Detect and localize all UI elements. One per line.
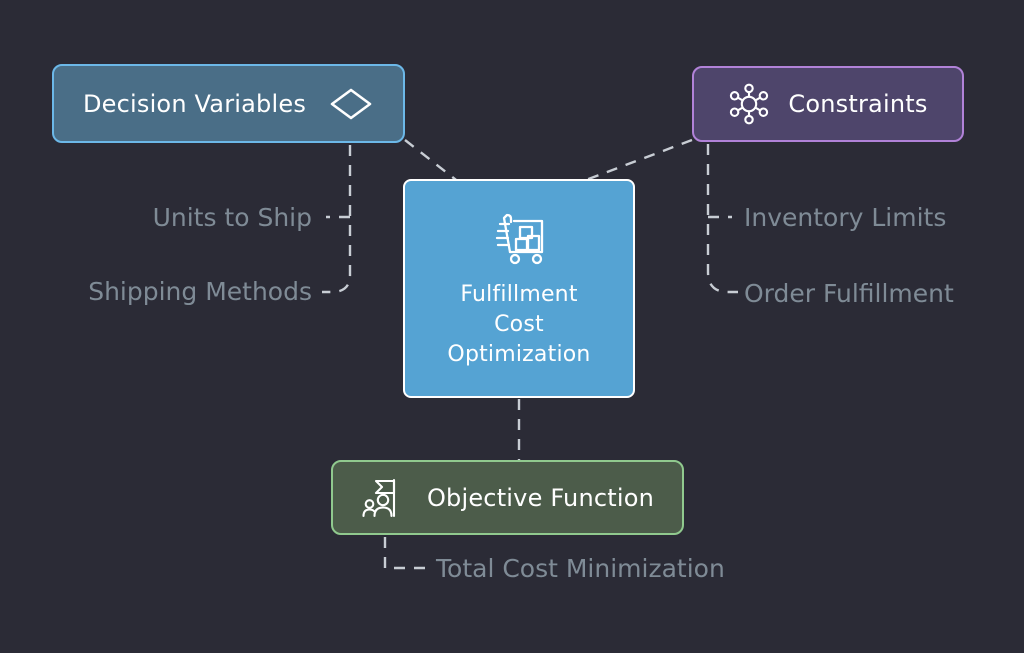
edge-decision-trunk — [322, 145, 352, 294]
leaf-shipping-methods: Shipping Methods — [88, 277, 312, 306]
node-decision-variables-label: Decision Variables — [82, 89, 307, 118]
leaf-total-cost-minimization: Total Cost Minimization — [436, 554, 725, 583]
delivery-truck-icon — [487, 208, 551, 266]
leaf-order-fulfillment: Order Fulfillment — [744, 279, 954, 308]
flag-goal-people-icon — [361, 476, 405, 520]
edge-objective-trunk — [383, 537, 428, 570]
node-decision-variables[interactable]: Decision Variables — [52, 64, 405, 143]
node-center-fulfillment-cost-optimization[interactable]: Fulfillment Cost Optimization — [403, 179, 635, 398]
network-hexagon-icon — [728, 83, 770, 125]
leaf-inventory-limits: Inventory Limits — [744, 203, 947, 232]
edge-constraints-trunk — [706, 144, 738, 294]
diamond-icon — [328, 86, 374, 122]
node-objective-function-label: Objective Function — [426, 483, 655, 512]
node-center-label: Fulfillment Cost Optimization — [447, 281, 591, 367]
node-constraints-label: Constraints — [788, 90, 928, 118]
leaf-units-to-ship: Units to Ship — [152, 203, 312, 232]
node-constraints[interactable]: Constraints — [692, 66, 964, 142]
node-objective-function[interactable]: Objective Function — [331, 460, 684, 535]
